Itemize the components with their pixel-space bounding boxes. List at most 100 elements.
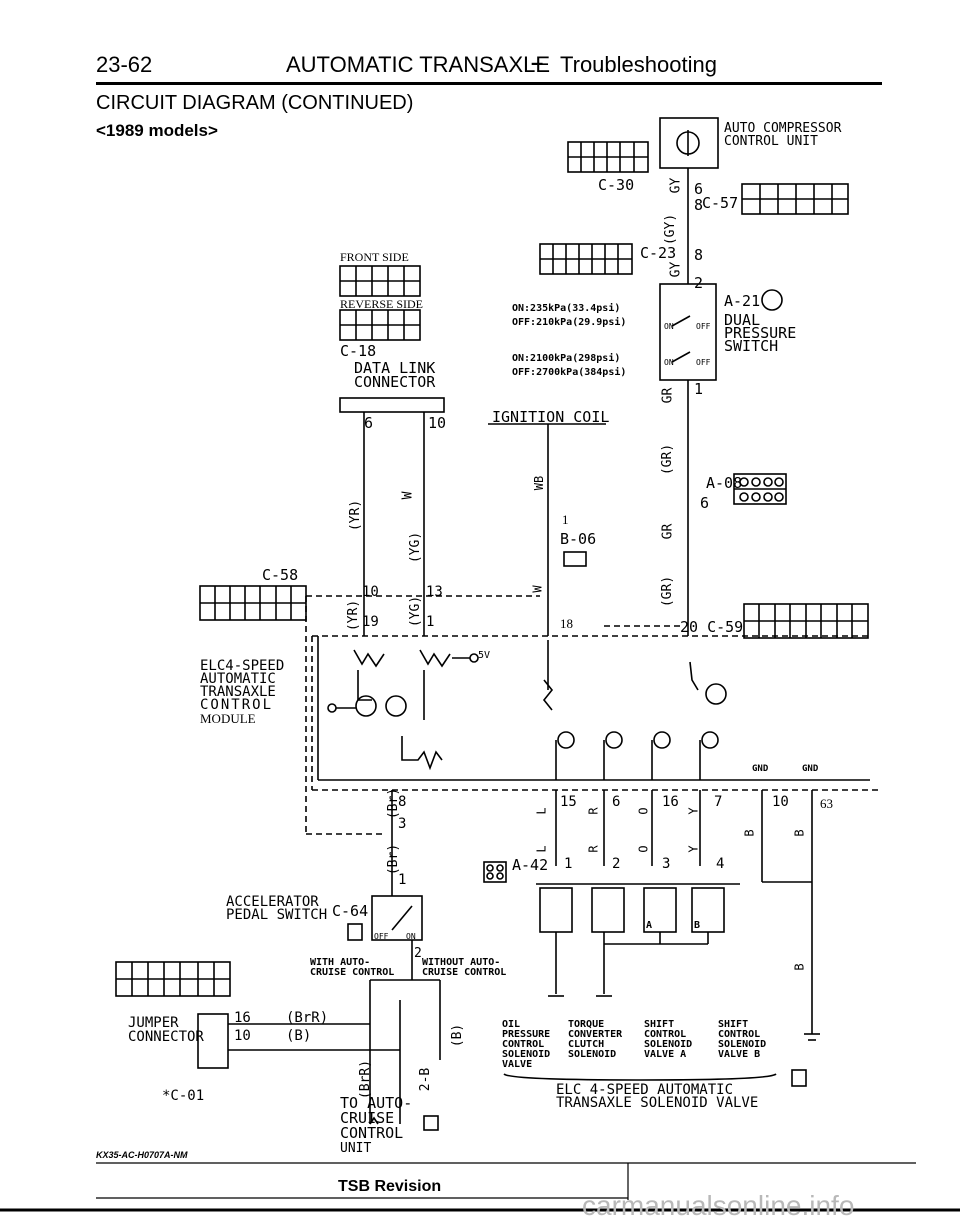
pin-2: 2 [694, 274, 704, 292]
five-volt-label: 5V [478, 650, 491, 661]
c58-label: C-58 [262, 566, 299, 584]
wire-gy-mid: GY [668, 261, 684, 278]
pin-1-b06: 1 [562, 512, 569, 527]
wire-l-2: L [534, 845, 549, 853]
solenoid-section-icon [791, 1069, 807, 1087]
wire-b-paren: (B) [450, 1023, 466, 1048]
pin-8: 8 [694, 196, 704, 214]
switch-off-label: OFF [374, 932, 389, 941]
wire-2b: 2-B [418, 1067, 434, 1092]
wire-yr-1: (YR) [348, 499, 364, 532]
wire-y-1: Y [686, 807, 701, 815]
c64-connector [347, 923, 363, 941]
connector-c01 [115, 961, 231, 997]
jumper-wire-b: (B) [286, 1028, 312, 1044]
pin-1: 1 [694, 380, 704, 398]
transistor-1 [355, 695, 377, 717]
elc-solenoid-label: ELC 4-SPEED AUTOMATIC TRANSAXLE SOLENOID… [556, 1082, 759, 1111]
a42-label: A-42 [512, 856, 549, 874]
pin-18: 18 [560, 616, 573, 631]
cruise-unit-icon [423, 1115, 439, 1131]
wire-yg-2: (YG) [408, 595, 424, 628]
c01-label: *C-01 [162, 1088, 205, 1104]
pin-1-c58: 1 [426, 614, 435, 630]
wire-gy-top: GY [668, 177, 684, 194]
diagram-title: CIRCUIT DIAGRAM (CONTINUED) [96, 92, 414, 114]
wire-y-2: Y [686, 845, 701, 853]
wire-gr-1: GR [660, 387, 676, 404]
a21-icon [761, 289, 783, 311]
solenoid-label-shift-a: SHIFT CONTROL SOLENOID VALVE A [644, 1019, 693, 1060]
pin-2-a42: 2 [612, 856, 621, 872]
solenoid-coil-2 [591, 887, 625, 933]
accelerator-switch-box [371, 895, 423, 941]
wire-br-1: (Br) [386, 787, 402, 820]
pin-16: 16 [662, 794, 679, 810]
wire-b-2: B [792, 829, 807, 837]
connector-c57 [741, 183, 849, 215]
header-dash: – [531, 50, 544, 75]
switch1-on: ON [664, 322, 674, 331]
pin-13-c58: 13 [426, 584, 443, 600]
jumper-connector-box [197, 1013, 229, 1069]
wire-gr-paren-2: (GR) [660, 575, 676, 608]
c59-label: 20 C-59 [680, 618, 744, 636]
auto-compressor-label: AUTO COMPRESSOR CONTROL UNIT [724, 121, 842, 149]
solenoid-label-oil: OIL PRESSURE CONTROL SOLENOID VALVE [502, 1019, 551, 1070]
switch-on-label: ON [406, 932, 416, 941]
pin-2-cruise: 2 [414, 946, 422, 961]
front-side-label: FRONT SIDE [340, 250, 409, 264]
model-note: <1989 models> [96, 121, 218, 140]
wire-l-1: L [534, 807, 549, 815]
pin-6-a08: 6 [700, 494, 710, 512]
pin-3-a42: 3 [662, 856, 671, 872]
a21-label: A-21 [724, 292, 761, 310]
section-title: AUTOMATIC TRANSAXLE [286, 52, 551, 77]
coil-a-label: A [646, 920, 653, 931]
c57-label: C-57 [702, 194, 739, 212]
wire-gr-2: GR [660, 523, 676, 540]
wire-br-2: (Br) [386, 843, 402, 876]
connector-b06 [563, 551, 587, 567]
connector-a42 [483, 861, 507, 883]
solenoid-label-tcc: TORQUE CONVERTER CLUTCH SOLENOID [568, 1019, 623, 1060]
data-link-box [339, 397, 445, 413]
solenoid-coil-1 [539, 887, 573, 933]
ignition-coil-label: IGNITION COIL [492, 408, 610, 426]
wire-o-1: O [636, 807, 651, 815]
pin-3-low: 3 [398, 816, 407, 832]
connector-c59 [743, 603, 869, 639]
pin-19-c58: 19 [362, 614, 379, 630]
wire-w-coil: W [530, 585, 545, 593]
connector-c23 [539, 243, 633, 275]
wire-b-3: B [792, 963, 807, 971]
wire-gr-paren-1: (GR) [660, 443, 676, 476]
pressure-spec-1: ON:235kPa(33.4psi) OFF:210kPa(29.9psi) [512, 303, 627, 328]
connector-a08 [733, 473, 787, 505]
switch2-off: OFF [696, 358, 711, 367]
jumper-label: JUMPER CONNECTOR [128, 1015, 204, 1045]
wire-w: W [400, 491, 416, 500]
pin-6-dlc: 6 [364, 414, 374, 432]
connector-c30 [567, 141, 649, 173]
jumper-pin-16: 16 [234, 1010, 251, 1026]
a08-label: A-08 [706, 474, 743, 492]
wire-gy-paren: (GY) [663, 213, 679, 246]
tsb-revision: TSB Revision [338, 1178, 442, 1195]
to-auto-cruise-label: TO AUTO- CRUISE CONTROL UNIT [340, 1094, 413, 1157]
pin-8-low: 8 [398, 794, 407, 810]
c64-label: C-64 [332, 902, 369, 920]
wire-o-2: O [636, 845, 651, 853]
pin-8b: 8 [694, 246, 704, 264]
without-cruise-label: WITHOUT AUTO- CRUISE CONTROL [422, 957, 507, 978]
topic-title: Troubleshooting [560, 52, 717, 77]
gnd-label-2: GND [802, 764, 819, 774]
page-number: 23-62 [96, 52, 153, 77]
pin-10-c58: 10 [362, 584, 379, 600]
switch2-on: ON [664, 358, 674, 367]
module-boundary [305, 595, 880, 835]
gnd-label-1: GND [752, 764, 769, 774]
wire-yg-1: (YG) [408, 531, 424, 564]
coil-b-label: B [694, 920, 701, 931]
pin-1-c64: 1 [398, 872, 407, 888]
